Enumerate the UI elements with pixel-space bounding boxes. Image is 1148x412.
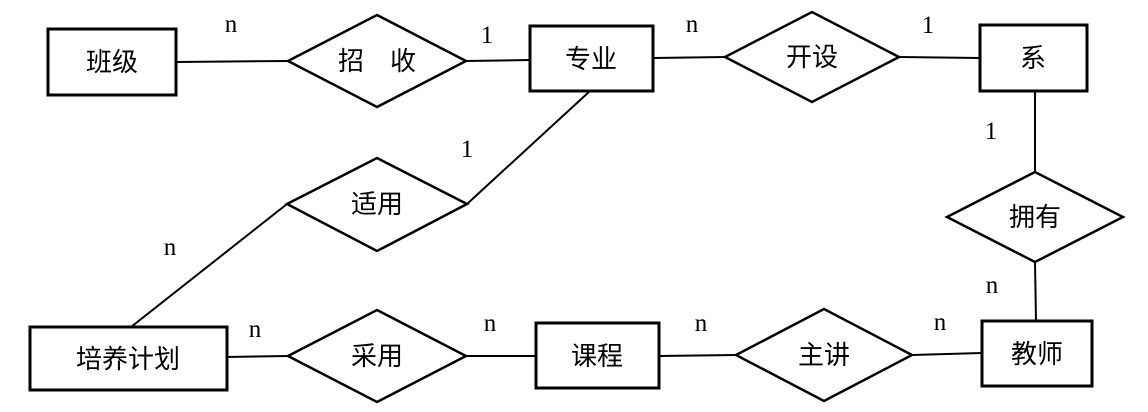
relationship-adopt-label: 采用	[351, 342, 403, 371]
entity-course-box	[534, 321, 661, 390]
relationship-adopt: 采用	[285, 308, 469, 404]
cardinality-lecture-teacher: n	[934, 309, 947, 336]
edge-course-lecture	[658, 354, 737, 357]
cardinality-class-recruit: n	[225, 11, 238, 38]
relationship-own-label: 拥有	[1009, 203, 1061, 232]
edge-own-teacher	[1034, 261, 1037, 322]
entity-class-box	[46, 27, 178, 97]
cardinality-adopt-course: n	[484, 310, 497, 337]
cardinality-recruit-major: 1	[481, 22, 494, 49]
cardinality-department-own: 1	[985, 118, 998, 145]
entity-training-plan-label: 培养计划	[76, 345, 180, 374]
entity-major: 专业	[528, 24, 655, 93]
cardinality-course-lecture: n	[695, 310, 708, 337]
edge-lecture-teacher	[911, 352, 983, 356]
relationship-recruit-diamond	[285, 13, 469, 109]
relationship-lecture: 主讲	[733, 307, 915, 403]
entity-course-label: 课程	[571, 342, 623, 371]
cardinality-offer-department: 1	[922, 12, 935, 39]
edge-major-offer	[652, 56, 726, 59]
cardinality-apply-training-plan: n	[164, 234, 177, 261]
relationship-apply: 适用	[284, 156, 470, 253]
cardinality-own-teacher: n	[986, 272, 999, 299]
relationship-own-diamond	[944, 170, 1126, 264]
entity-teacher: 教师	[980, 319, 1094, 388]
edge-recruit-major	[465, 59, 531, 62]
relationship-lecture-label: 主讲	[798, 341, 850, 370]
relationship-apply-diamond	[284, 156, 470, 253]
edge-major-apply	[466, 90, 591, 205]
entity-training-plan: 培养计划	[28, 325, 229, 392]
entity-major-label: 专业	[565, 45, 617, 74]
relationship-offer: 开设	[722, 10, 902, 104]
relationship-apply-label: 适用	[351, 190, 403, 219]
relationship-own: 拥有	[944, 170, 1126, 264]
cardinality-training-plan-adopt: n	[249, 316, 262, 343]
entity-department-label: 系	[1020, 44, 1046, 73]
entity-class: 班级	[46, 27, 178, 97]
relationship-recruit: 招 收	[285, 13, 469, 109]
entity-major-box	[528, 24, 655, 93]
entity-class-label: 班级	[86, 48, 138, 77]
relationship-adopt-diamond	[285, 308, 469, 404]
relationship-lecture-diamond	[733, 307, 915, 403]
entity-teacher-box	[980, 319, 1094, 388]
relationship-offer-diamond	[722, 10, 902, 104]
entity-training-plan-box	[28, 325, 229, 392]
relationship-offer-label: 开设	[786, 43, 838, 72]
entity-teacher-label: 教师	[1011, 340, 1063, 369]
edge-apply-training-plan	[130, 203, 288, 328]
cardinality-major-apply: 1	[461, 136, 474, 163]
entity-department: 系	[978, 23, 1089, 93]
edge-class-recruit	[175, 60, 289, 63]
edge-offer-department	[898, 56, 981, 59]
relationship-recruit-label: 招 收	[338, 47, 416, 76]
cardinality-major-offer: n	[686, 11, 699, 38]
edge-training-plan-adopt	[226, 355, 289, 358]
entity-course: 课程	[534, 321, 661, 390]
entity-department-box	[978, 23, 1089, 93]
